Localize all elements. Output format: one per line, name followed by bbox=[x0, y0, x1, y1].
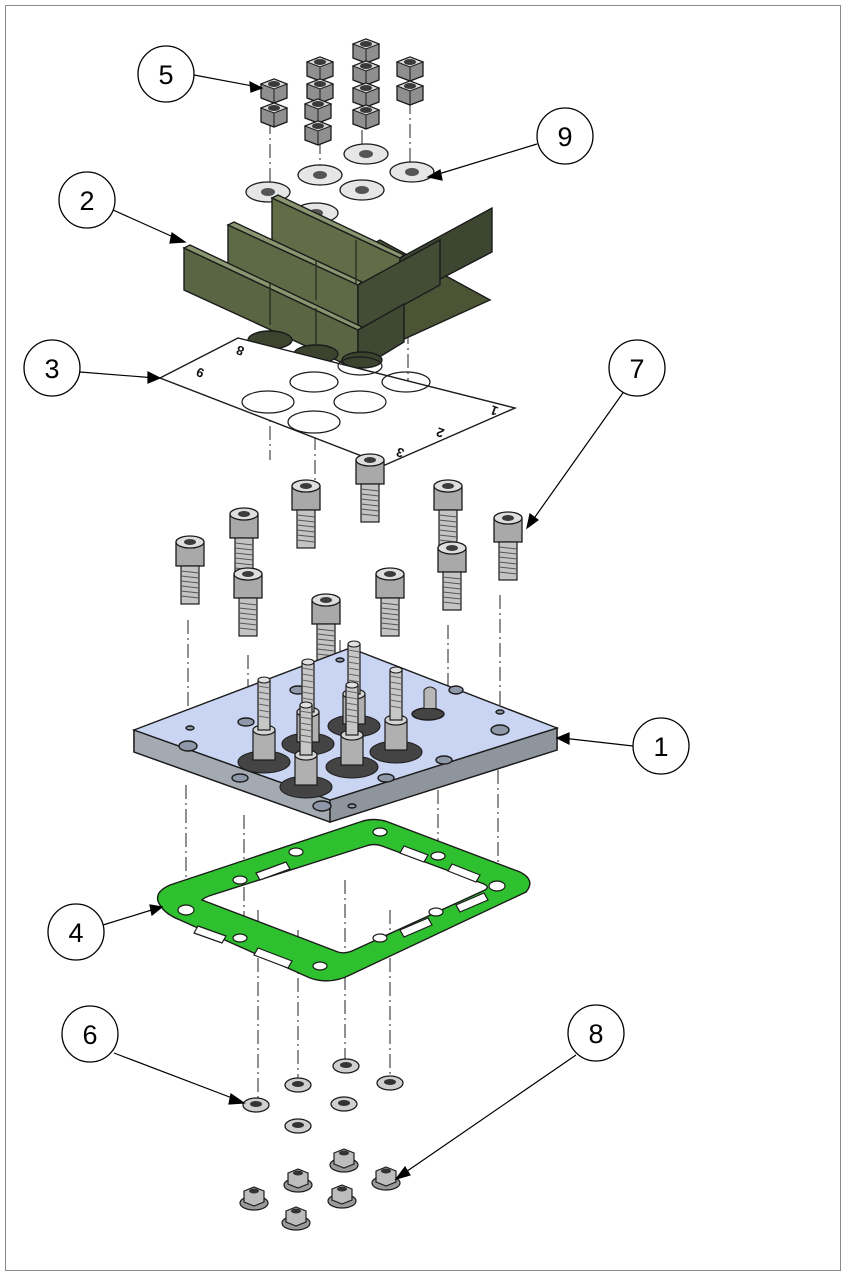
balloon-label: 3 bbox=[44, 354, 59, 384]
socket-cap-screws bbox=[175, 453, 523, 663]
balloon-item-6: 6 bbox=[61, 1005, 119, 1063]
balloon-label: 5 bbox=[158, 60, 173, 90]
balloon-item-5: 5 bbox=[137, 45, 195, 103]
leader-lines bbox=[79, 74, 634, 1181]
plate-number: 3 bbox=[394, 444, 406, 461]
terminal-plate: 9 8 3 2 1 bbox=[158, 337, 518, 466]
drawing-frame bbox=[5, 5, 841, 1271]
lock-washers bbox=[242, 1058, 404, 1134]
balloon-label: 7 bbox=[629, 354, 644, 384]
balloon-label: 1 bbox=[653, 732, 668, 762]
terminal-housing bbox=[182, 194, 493, 372]
item-balloons: 5 9 2 3 7 1 4 6 bbox=[23, 45, 690, 1063]
balloon-item-7: 7 bbox=[608, 339, 666, 397]
balloon-item-8: 8 bbox=[567, 1004, 625, 1062]
balloon-label: 6 bbox=[82, 1020, 97, 1050]
plate-number: 9 bbox=[194, 364, 206, 381]
balloon-item-2: 2 bbox=[58, 171, 116, 229]
balloon-item-1: 1 bbox=[632, 717, 690, 775]
balloon-item-3: 3 bbox=[23, 339, 81, 397]
plate-number: 8 bbox=[234, 342, 246, 359]
gasket bbox=[156, 818, 531, 982]
balloon-label: 9 bbox=[557, 122, 572, 152]
balloon-label: 2 bbox=[79, 186, 94, 216]
plate-number: 2 bbox=[434, 424, 446, 441]
plate-number: 1 bbox=[488, 402, 500, 419]
hex-nuts bbox=[260, 38, 424, 146]
balloon-item-4: 4 bbox=[47, 903, 105, 961]
balloon-label: 4 bbox=[68, 918, 83, 948]
balloon-label: 8 bbox=[588, 1019, 603, 1049]
balloon-item-9: 9 bbox=[536, 107, 594, 165]
flange-nuts bbox=[239, 1148, 401, 1231]
